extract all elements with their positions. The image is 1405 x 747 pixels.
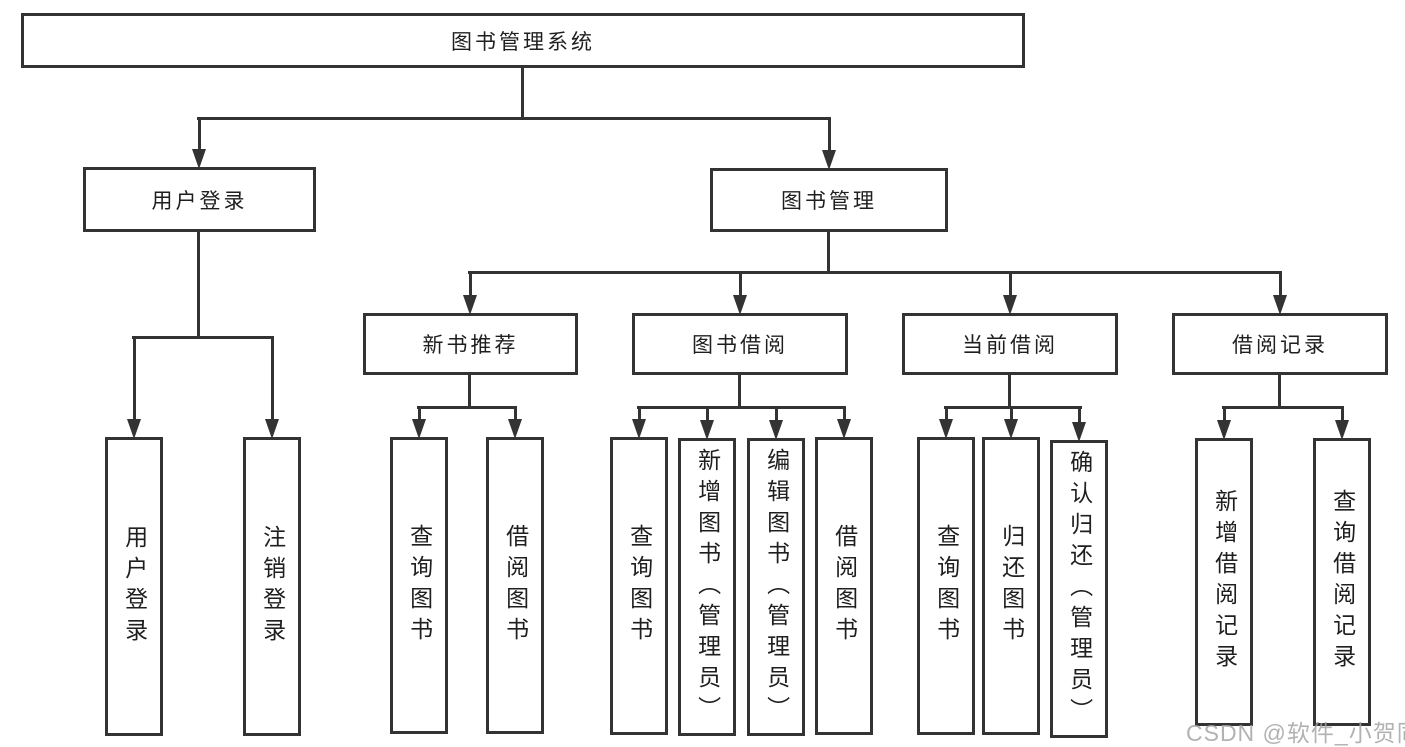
connector-line — [197, 117, 831, 120]
node-label: 查询图书 — [406, 523, 433, 648]
connector-arrow — [700, 407, 714, 440]
connector-line — [521, 68, 524, 119]
connector-line — [197, 232, 200, 338]
node-leaf-user-login: 用户登录 — [105, 437, 163, 736]
node-leaf-borrow-books-1: 借阅图书 — [486, 437, 544, 734]
node-label: 图书管理 — [781, 190, 877, 213]
connector-arrow — [265, 337, 279, 439]
node-leaf-add-books-admin: 新增图书（管理员） — [678, 438, 736, 736]
connector-line — [417, 406, 517, 409]
connector-arrow — [733, 272, 747, 315]
connector-arrow — [1273, 272, 1287, 315]
connector-line — [1008, 375, 1011, 409]
node-label: 查询图书 — [933, 524, 960, 648]
connector-line — [1278, 375, 1281, 409]
connector-arrow — [769, 407, 783, 440]
node-leaf-return-books: 归还图书 — [982, 437, 1040, 735]
node-label: 借阅图书 — [502, 523, 529, 648]
node-book-borrowing: 图书借阅 — [632, 313, 848, 375]
node-label: 查询借阅记录 — [1329, 489, 1356, 675]
node-leaf-confirm-return-admin: 确认归还（管理员） — [1050, 440, 1108, 738]
node-leaf-edit-books-admin: 编辑图书（管理员） — [747, 438, 805, 736]
node-leaf-query-borrow-record: 查询借阅记录 — [1313, 438, 1371, 726]
node-label: 新增图书（管理员） — [694, 447, 721, 727]
node-label: 图书借阅 — [692, 334, 788, 357]
node-label: 用户登录 — [121, 524, 148, 649]
node-leaf-query-books-3: 查询图书 — [917, 437, 975, 735]
csdn-watermark: CSDN @软件_小贺同学 — [1186, 720, 1405, 746]
connector-arrow — [632, 407, 646, 439]
node-leaf-query-books-1: 查询图书 — [390, 437, 448, 734]
node-leaf-query-books-2: 查询图书 — [610, 437, 668, 735]
connector-arrow — [837, 407, 851, 439]
node-label: 借阅记录 — [1232, 334, 1328, 357]
connector-arrow — [1335, 407, 1349, 440]
connector-line — [738, 375, 741, 409]
connector-arrow — [1003, 272, 1017, 315]
connector-arrow — [939, 407, 953, 439]
connector-line — [468, 375, 471, 409]
node-label: 图书管理系统 — [451, 30, 595, 54]
connector-arrow — [1217, 407, 1231, 440]
connector-arrow — [192, 118, 206, 169]
node-label: 当前借阅 — [962, 334, 1058, 357]
node-label: 编辑图书（管理员） — [763, 447, 790, 727]
node-book-management: 图书管理 — [710, 168, 948, 232]
connector-arrow — [463, 272, 477, 315]
node-label: 确认归还（管理员） — [1066, 449, 1093, 729]
connector-arrow — [1004, 407, 1018, 439]
node-new-book-recommend: 新书推荐 — [363, 313, 578, 375]
node-current-borrowing: 当前借阅 — [902, 313, 1118, 375]
node-root-library-system: 图书管理系统 — [21, 13, 1025, 68]
node-label: 查询图书 — [626, 524, 653, 648]
connector-arrow — [822, 118, 836, 170]
node-label: 借阅图书 — [831, 524, 858, 648]
connector-line — [132, 336, 274, 339]
node-label: 注销登录 — [259, 524, 286, 649]
connector-line — [637, 406, 846, 409]
node-label: 用户登录 — [151, 189, 248, 213]
node-leaf-add-borrow-record: 新增借阅记录 — [1195, 438, 1253, 726]
connector-arrow — [412, 407, 426, 439]
node-label: 新增借阅记录 — [1211, 489, 1238, 675]
connector-line — [1222, 406, 1344, 409]
connector-arrow — [1072, 407, 1086, 442]
connector-arrow — [127, 337, 141, 439]
connector-line — [468, 271, 1282, 274]
node-leaf-borrow-books-2: 借阅图书 — [815, 437, 873, 735]
connector-arrow — [508, 407, 522, 439]
node-borrowing-records: 借阅记录 — [1172, 313, 1388, 375]
connector-line — [944, 406, 1082, 409]
node-label: 归还图书 — [998, 524, 1025, 648]
connector-line — [827, 232, 830, 274]
node-label: 新书推荐 — [422, 334, 519, 357]
node-leaf-logout: 注销登录 — [243, 437, 301, 736]
node-user-login: 用户登录 — [83, 167, 316, 232]
